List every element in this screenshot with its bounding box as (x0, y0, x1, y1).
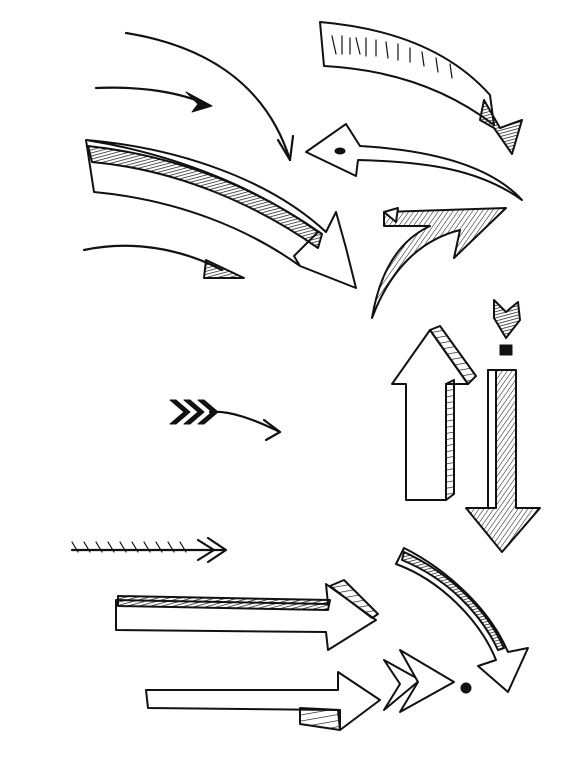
curved-line-arrow-top-icon (124, 31, 295, 162)
banner-curved-arrow-icon (319, 21, 523, 155)
large-banner-arrow-icon (85, 139, 357, 289)
tall-down-arrow-icon (465, 369, 541, 553)
short-curved-arrow-right-icon (94, 86, 213, 113)
double-arrowhead-icon (383, 649, 472, 713)
tall-up-arrow-icon (391, 325, 477, 501)
small-curved-arrow-right-icon (82, 244, 245, 279)
thick-curved-arrow-up-right-icon (371, 207, 507, 319)
bottom-right-arrow-icon (145, 671, 381, 731)
small-down-arrowhead-icon (493, 299, 521, 356)
chevron-dart-arrow-icon (169, 399, 282, 442)
curved-arrow-down-right-icon (395, 547, 529, 693)
curved-arrow-left-icon (305, 123, 523, 201)
long-right-arrow-icon (115, 579, 379, 651)
feathered-arrow-icon (70, 536, 228, 564)
